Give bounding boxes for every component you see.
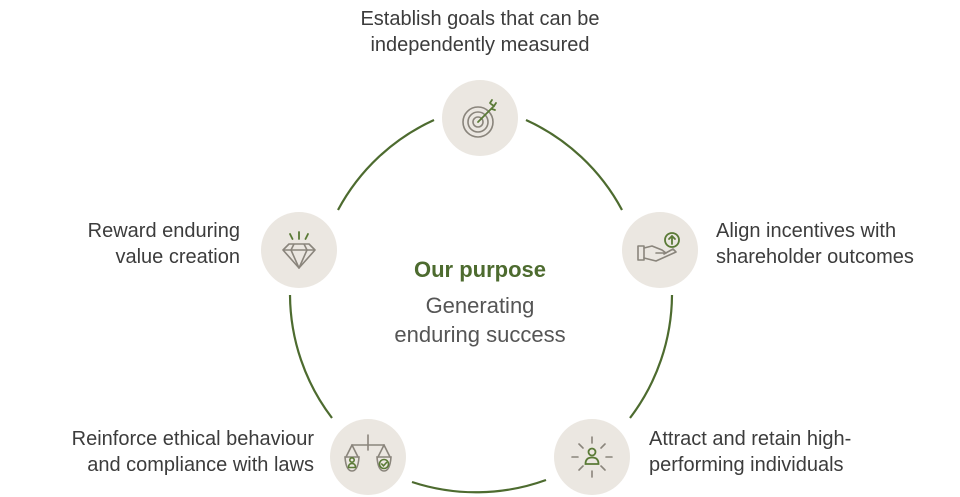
reward-label: Reward enduring value creation (87, 220, 240, 268)
incentives-node (622, 212, 698, 288)
reward-node (261, 212, 337, 288)
talent-label: Attract and retain high- performing indi… (649, 428, 852, 476)
purpose-subtitle: Generating enduring success (394, 293, 566, 347)
diamond-icon (282, 231, 316, 269)
person-sparkle-icon (571, 436, 613, 478)
purpose-title: Our purpose (413, 257, 546, 282)
goals-label: Establish goals that can be independentl… (360, 8, 600, 56)
scales-icon (344, 434, 392, 472)
hand-incentive-icon (637, 232, 680, 262)
goals-node (442, 80, 518, 156)
talent-node (554, 419, 630, 495)
purpose-center: Our purpose Generating enduring success (330, 255, 630, 349)
incentives-label: Align incentives with shareholder outcom… (716, 220, 914, 268)
ethics-node (330, 419, 406, 495)
ethics-label: Reinforce ethical behaviour and complian… (71, 428, 314, 476)
target-icon (462, 99, 497, 138)
